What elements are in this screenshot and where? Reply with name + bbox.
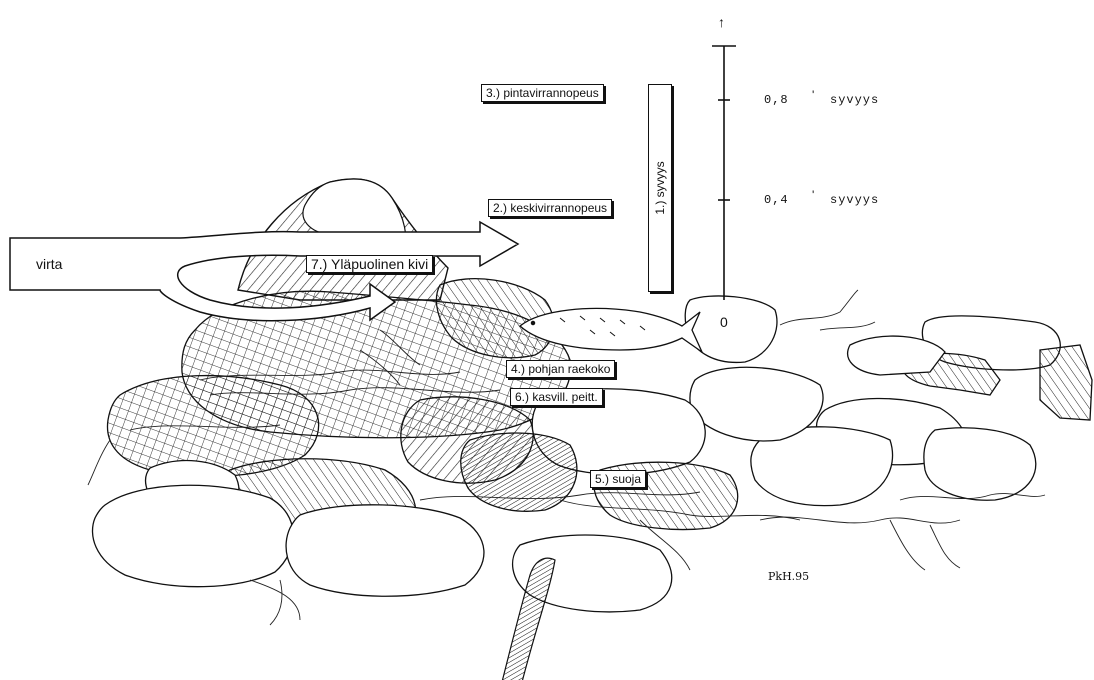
scale-tick-08: ' [812,88,814,102]
scale-tick-04: ' [812,188,814,202]
scale-mark-04: 0,4 [764,193,789,207]
depth-label-box: 1.) syvyys [648,84,672,292]
depth-scale [712,46,736,300]
scale-top-mark: ↑ [718,14,725,30]
scale-mark-04-unit: syvyys [830,193,879,207]
scale-zero: 0 [720,314,728,330]
right-stones [685,296,1092,506]
substrate-label: 4.) pohjan raekoko [506,360,615,378]
upstream-stone-label: 7.) Yläpuolinen kivi [306,255,433,273]
vegetation-label: 6.) kasvill. peitt. [510,388,603,406]
shelter-label: 5.) suoja [590,470,646,488]
mean-velocity-label: 2.) keskivirrannopeus [488,199,612,217]
scale-mark-08-unit: syvyys [830,93,879,107]
scale-mark-08: 0,8 [764,93,789,107]
flow-label: virta [36,256,62,272]
signature: PkH.95 [768,570,809,583]
surface-velocity-label: 3.) pintavirrannopeus [481,84,604,102]
depth-label: 1.) syvyys [653,161,667,214]
